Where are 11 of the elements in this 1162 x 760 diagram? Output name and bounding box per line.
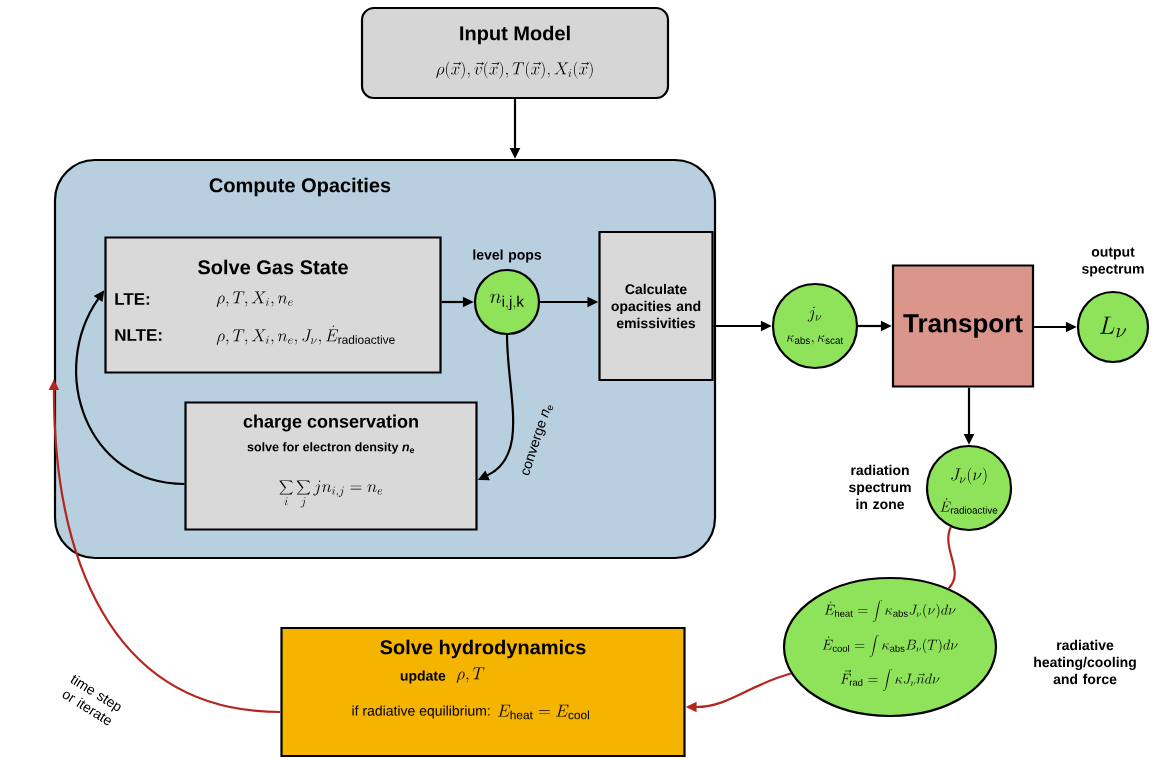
process-box: Solve Gas State LTE: $\rho, T, X_i, n_e$ NLTE: $\rho, T, X_i, n_e, J_\nu, \dot{E}_{\rm radioactive}$ <box>104 236 442 374</box>
annotation-text: output spectrum <box>1082 247 1144 277</box>
annotation-text: radiation spectrum in zone <box>849 464 911 510</box>
process-box: Calculate opacities and emissivities <box>598 230 714 382</box>
connector-line <box>947 526 956 590</box>
process-box: Solve hydrodynamics update $\rho, T$ if radiative equilibrium: $E_{\rm heat} = E_{\rm cool}$ <box>280 626 686 758</box>
annotation-text: level pops <box>473 249 542 263</box>
process-box: charge conservation solve for electron density n$_{e}$ $\sum_i \sum_j j n_{i,j} = n_e$ <box>184 401 478 531</box>
process-box: Transport <box>891 264 1035 388</box>
input-box: Input Model $\rho(\vec{x}), \vec{v}(\vec{x}), T(\vec{x}), X_i(\vec{x})$ <box>360 6 670 100</box>
annotation-text: radiative heating/cooling and force <box>1034 639 1136 685</box>
